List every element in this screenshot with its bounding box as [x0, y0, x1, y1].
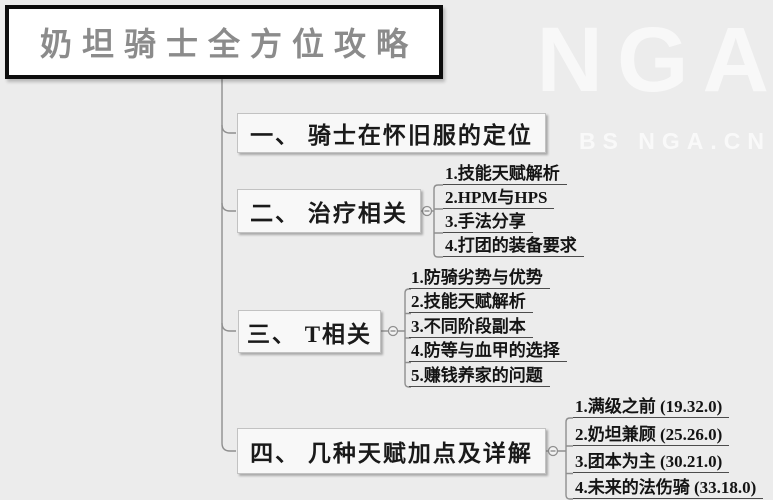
leaf-node[interactable]: 4.未来的法伤骑 (33.18.0): [573, 478, 764, 499]
branch1-elbow: [221, 124, 236, 134]
leaf-node[interactable]: 4.防等与血甲的选择: [409, 341, 567, 362]
branch3-bracket: [397, 288, 411, 388]
root-node-label: 奶坦骑士全方位攻略: [39, 26, 418, 62]
nga-watermark-site: BS NGA.CN: [578, 128, 771, 154]
leaf-node[interactable]: 5.赚钱养家的问题: [409, 366, 550, 387]
branch-node-3-label: 三、 T相关: [246, 321, 373, 347]
branch2-bracket: [431, 184, 443, 258]
branch4-bracket: [557, 417, 573, 500]
branch-node-4-label: 四、 几种天赋加点及详解: [250, 441, 533, 466]
branch3-elbow: [221, 322, 236, 332]
branch-node-1-label: 一、 骑士在怀旧服的定位: [250, 123, 533, 148]
leaf-node[interactable]: 3.手法分享: [443, 212, 533, 233]
branch2-elbow: [221, 202, 236, 212]
leaf-node[interactable]: 4.打团的装备要求: [443, 236, 584, 257]
branch-node-4[interactable]: 四、 几种天赋加点及详解: [237, 428, 546, 474]
branch-node-2-label: 二、 治疗相关: [250, 201, 408, 226]
leaf-node[interactable]: 1.满级之前 (19.32.0): [573, 397, 730, 418]
leaf-node[interactable]: 2.技能天赋解析: [409, 292, 533, 313]
leaf-node[interactable]: 3.团本为主 (30.21.0): [573, 452, 730, 473]
trunk-line: [221, 77, 236, 452]
root-node[interactable]: 奶坦骑士全方位攻略: [5, 5, 443, 79]
branch-node-1[interactable]: 一、 骑士在怀旧服的定位: [237, 113, 546, 153]
leaf-node[interactable]: 1.技能天赋解析: [443, 164, 567, 185]
leaf-node[interactable]: 2.奶坦兼顾 (25.26.0): [573, 425, 730, 446]
leaf-node[interactable]: 3.不同阶段副本: [409, 317, 533, 338]
branch-node-2[interactable]: 二、 治疗相关: [237, 189, 421, 233]
leaf-node[interactable]: 2.HPM与HPS: [443, 188, 555, 209]
leaf-node[interactable]: 1.防骑劣势与优势: [409, 268, 550, 289]
nga-watermark-logo: NGA: [536, 9, 773, 111]
branch-node-3[interactable]: 三、 T相关: [238, 310, 381, 353]
